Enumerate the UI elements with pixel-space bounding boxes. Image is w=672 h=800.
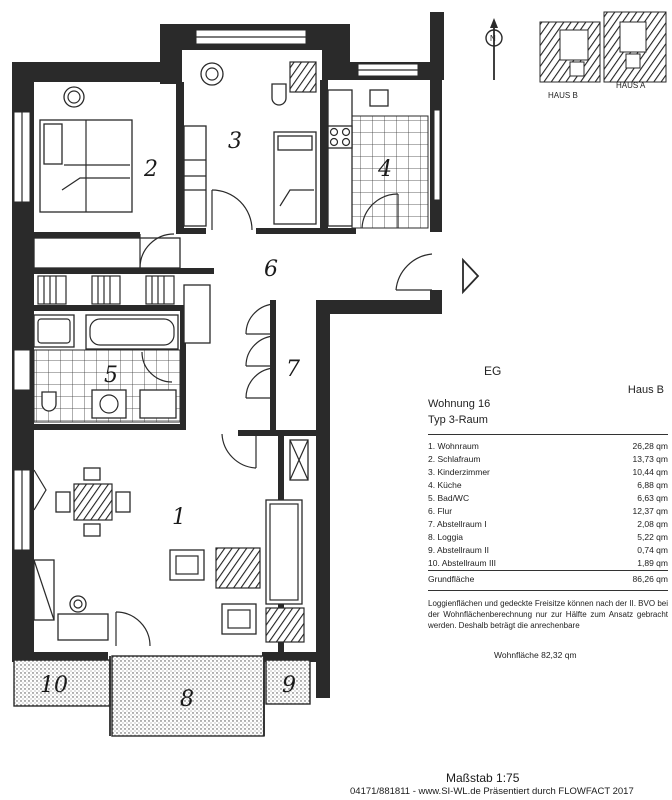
bedroom-furniture [33, 86, 211, 344]
room-number-1: 1 [172, 505, 186, 530]
bathroom [33, 314, 181, 423]
entry-door [395, 253, 480, 295]
living-area-total: Wohnfläche 82,32 qm [494, 650, 577, 660]
key-plan-haus-b: HAUS B [548, 91, 578, 100]
loggia [13, 655, 311, 737]
legend-divider [428, 434, 668, 435]
room-number-5: 5 [104, 363, 118, 388]
key-plan: HAUS B HAUS A [539, 11, 667, 100]
type-label: Typ 3-Raum [428, 414, 488, 426]
area-note: Loggienflächen und gedeckte Freisitze kö… [428, 599, 668, 630]
room-number-4: 4 [377, 157, 392, 182]
room-number-8: 8 [180, 687, 194, 712]
kids-room-furniture [183, 61, 317, 231]
windows [13, 29, 441, 551]
key-plan-haus-a: HAUS A [616, 81, 646, 90]
room-number-7: 7 [286, 357, 300, 382]
note-divider [428, 590, 668, 591]
room-number-10: 10 [40, 673, 68, 698]
scale-label: Maßstab 1:75 [446, 771, 520, 785]
footer-credit: 04171/881811 - www.SI-WL.de Präsentiert … [350, 786, 634, 797]
room-number-2: 2 [143, 157, 158, 182]
living-room-furniture [33, 439, 309, 697]
building-label: Haus B [627, 384, 664, 396]
floor-label: EG [484, 364, 502, 378]
north-arrow-icon: N [485, 18, 503, 80]
total-divider [428, 570, 668, 571]
room-number-3: 3 [228, 129, 242, 154]
room-numbers: 1 2 3 4 5 6 7 8 9 10 [40, 129, 392, 712]
room-number-6: 6 [264, 257, 278, 282]
storage-doors [221, 303, 277, 469]
svg-text:N: N [490, 34, 496, 43]
apartment-label: Wohnung 16 [428, 398, 491, 410]
kitchen [327, 89, 429, 229]
room-number-9: 9 [282, 673, 296, 698]
